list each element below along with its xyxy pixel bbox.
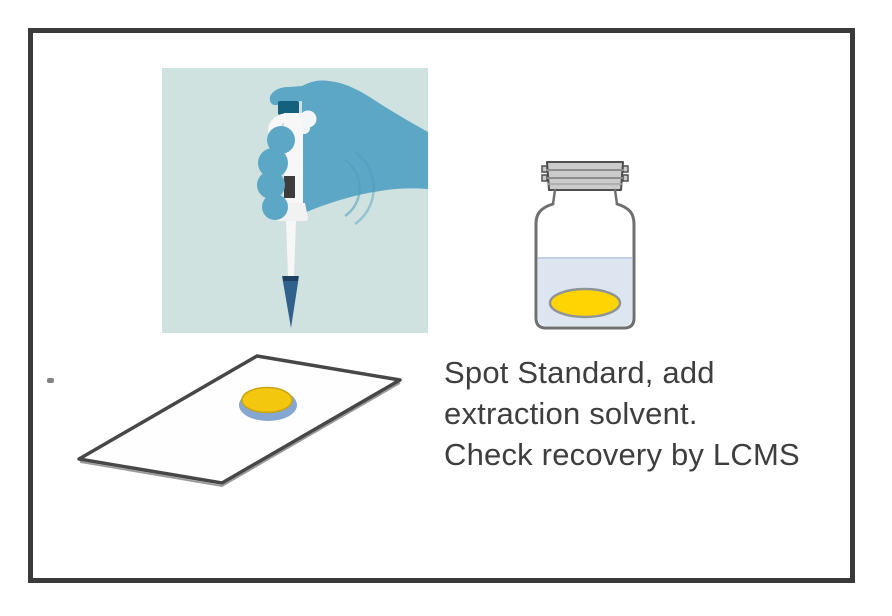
caption-line-1: Spot Standard, add [444,355,715,390]
gloved-hand-with-pipette-icon [257,80,428,328]
slide-spot [241,386,293,414]
vial-spot [548,287,622,319]
caption-line-2: extraction solvent. [444,396,698,431]
caption-line-3: Check recovery by LCMS [444,437,800,472]
solvent-vial-icon [534,161,636,330]
glass-slide-icon [77,354,402,487]
stray-dot [47,378,54,383]
figure-caption: Spot Standard, add extraction solvent. C… [444,352,844,475]
